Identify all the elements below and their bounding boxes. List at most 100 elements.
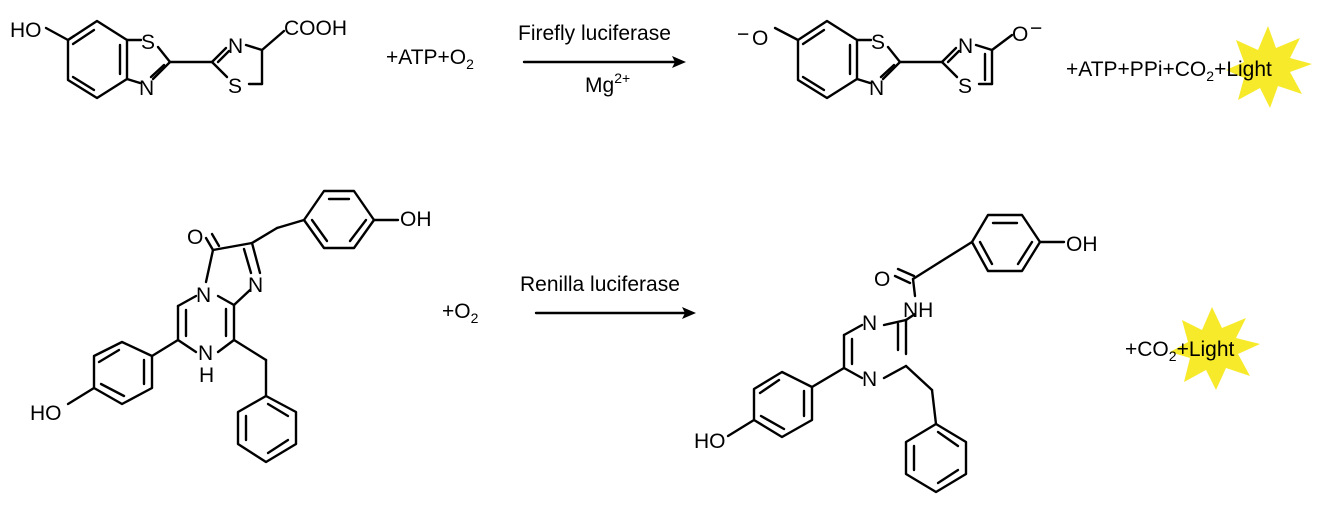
minus-sign: − (1030, 17, 1042, 40)
thiazole-bond (974, 43, 994, 52)
thiazoline-bond (210, 46, 228, 64)
bond (216, 338, 236, 354)
bond (232, 288, 252, 307)
arrow-head (672, 56, 686, 68)
oxide-label: O (752, 27, 768, 50)
bond (232, 338, 268, 362)
ring-double-bond (348, 218, 368, 243)
coelenterazine-structure: O OH N N N H HO (30, 189, 432, 464)
bond (216, 294, 236, 307)
bond (911, 277, 917, 298)
hydroxyl-bond (66, 34, 76, 42)
nitrogen-label: N (228, 35, 243, 58)
light-burst-icon (1170, 307, 1260, 390)
thiazoline-bond (210, 60, 229, 79)
enzyme-label: Firefly luciferase (518, 22, 671, 45)
bond (176, 294, 198, 308)
ring-double-bond (936, 468, 960, 485)
bond (842, 323, 864, 337)
ring-double-bond (936, 430, 960, 448)
nh-hydrogen-label: H (199, 364, 214, 387)
thiazole-bond (149, 63, 166, 79)
thiazole-bond (886, 45, 902, 64)
nitrogen-label: N (862, 312, 877, 335)
carbonyl-bond (893, 274, 912, 285)
minus-sign: − (737, 23, 749, 46)
ring-double-bond (266, 438, 290, 455)
bond (930, 388, 938, 426)
ring-double-bond (99, 382, 126, 398)
bond (275, 218, 306, 230)
bond (842, 366, 864, 380)
bond (882, 364, 908, 380)
bridge-nitrogen-label: N (196, 284, 211, 307)
bond (810, 366, 846, 389)
bond (176, 338, 198, 354)
ring-double-bond (266, 402, 290, 418)
benzene-ring (236, 394, 298, 464)
bond (882, 318, 908, 327)
nitrogen-label: N (139, 77, 154, 100)
ring-double-bond (1016, 240, 1034, 266)
bond (904, 364, 934, 392)
oxo-label: O (187, 226, 203, 249)
ring-double-bond (71, 75, 96, 92)
thiazoline-bond (216, 49, 231, 64)
thiazole-bond (940, 60, 959, 79)
bond (938, 240, 974, 264)
hydroxyl-label: HO (694, 430, 726, 453)
benzene-ring (66, 19, 129, 100)
oxo-label: O (874, 268, 890, 291)
reactants-text: +O2 (442, 300, 479, 326)
bond (911, 260, 942, 281)
ring-double-bond (801, 28, 826, 46)
hydroxyl-label: OH (400, 208, 432, 231)
arrow-head (682, 307, 696, 319)
thiazole-bond (881, 60, 902, 81)
ring-double-bond (71, 28, 96, 46)
imine-nitrogen-label: N (248, 274, 263, 297)
sulfur-label: S (141, 31, 155, 54)
thiazole-bond (879, 63, 896, 79)
luciferin-structure: HO S N N S COOH (10, 17, 347, 100)
ring-double-bond (759, 414, 786, 431)
oxide-bond (773, 26, 800, 42)
enzyme-label: Renilla luciferase (520, 273, 680, 296)
thiazoline-bond (244, 43, 264, 52)
carboxyl-label: COOH (284, 17, 347, 40)
thiazole-bond (125, 77, 142, 85)
nitrogen-label: N (958, 35, 973, 58)
thiazole-bond (151, 60, 172, 81)
ring-double-bond (801, 75, 826, 92)
ring-double-bond (97, 348, 121, 364)
ring-double-bond (758, 378, 781, 395)
thiazole-bond (156, 45, 172, 64)
sulfur-label: S (228, 75, 242, 98)
bond (250, 226, 279, 245)
light-burst-icon (1226, 26, 1312, 108)
carbonyl-bond (896, 267, 916, 278)
products-text: +CO2+Light (1125, 338, 1235, 364)
carbonyl-bond (204, 236, 215, 252)
hydroxyl-label: HO (30, 402, 62, 425)
bond (250, 241, 262, 275)
bond (242, 247, 253, 275)
coelenteramide-structure: O NH OH N N HO (694, 213, 1098, 494)
nitrogen-label: N (869, 77, 884, 100)
oxyluciferin-structure: − O S N N S O − (737, 17, 1042, 100)
hydroxyl-label: OH (1066, 233, 1098, 256)
oxide-label: O (1012, 23, 1028, 46)
thiazole-bond (940, 46, 958, 64)
amide-nh-label: NH (903, 299, 933, 322)
ring-double-bond (310, 218, 329, 243)
hydroxyl-bond (44, 26, 70, 42)
hydroxyl-label: HO (10, 19, 42, 42)
benzene-ring (904, 422, 968, 494)
reactants-text: +ATP+O2 (386, 46, 474, 72)
sulfur-label: S (958, 75, 972, 98)
cofactor-label: Mg2+ (585, 70, 630, 97)
oxide-bond (990, 33, 1014, 52)
bond (204, 248, 215, 284)
bond (150, 338, 180, 358)
